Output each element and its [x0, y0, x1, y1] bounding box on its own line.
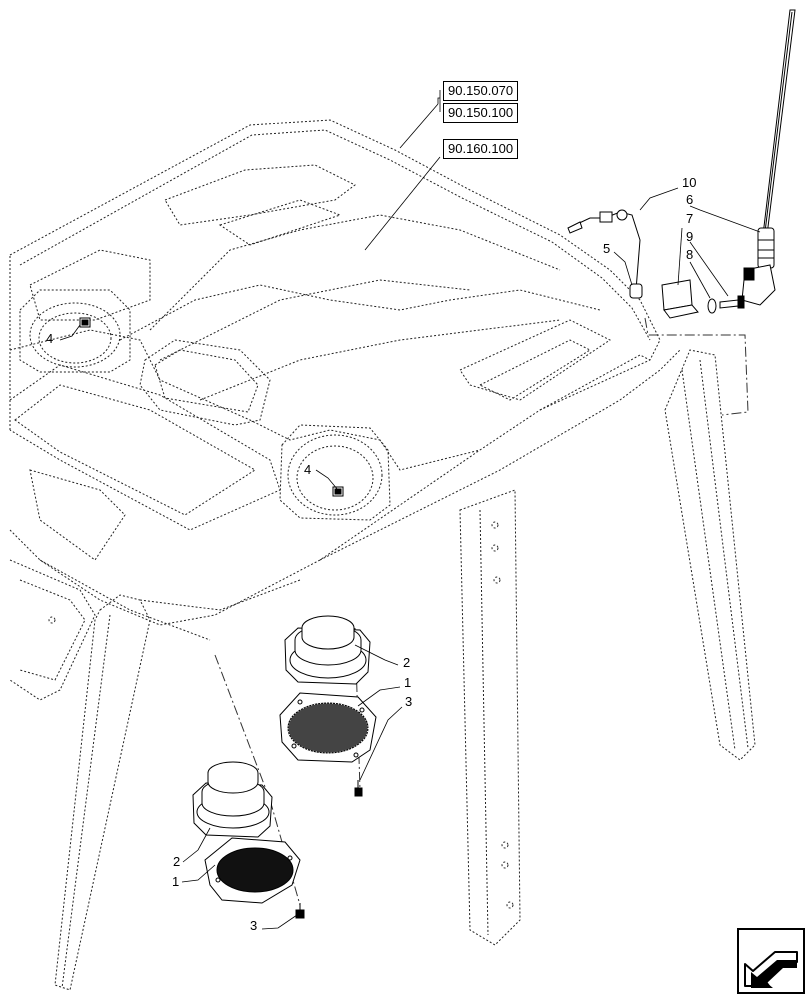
callout-2-upper: 2: [403, 655, 411, 670]
callout-1-upper: 1: [404, 675, 412, 690]
front-pillar-left: [54, 594, 151, 991]
callout-3-lower: 3: [250, 918, 258, 933]
callout-9: 9: [686, 229, 694, 244]
previous-page-arrow-icon[interactable]: [737, 928, 805, 994]
callout-10: 10: [682, 175, 697, 190]
callout-8: 8: [686, 247, 694, 262]
washer-item-8: [707, 298, 717, 314]
reference-90-150-070[interactable]: 90.150.070: [443, 81, 519, 101]
reference-90-160-100[interactable]: 90.160.100: [443, 139, 519, 159]
callout-6: 6: [686, 192, 694, 207]
roof-shell: [9, 119, 681, 641]
clip-item-4-left: [79, 317, 91, 328]
screw-item-9: [719, 295, 745, 309]
callout-4-right: 4: [304, 462, 312, 477]
speaker-item-2-lower: [192, 761, 273, 838]
rear-pillar-right: [664, 349, 756, 761]
callout-2-lower: 2: [173, 854, 181, 869]
side-window-frame: [9, 559, 96, 701]
bracket-item-7: [661, 279, 699, 319]
screw-item-3-upper: [354, 780, 363, 797]
clip-item-4-right: [332, 486, 344, 497]
speaker-recess-left: [19, 289, 131, 373]
callout-3-upper: 3: [405, 694, 413, 709]
dome-recess: [139, 339, 271, 426]
callout-1-lower: 1: [172, 874, 180, 889]
grille-item-1-upper: [279, 692, 377, 763]
callout-4-left: 4: [46, 331, 54, 346]
reference-90-150-100[interactable]: 90.150.100: [443, 103, 519, 123]
antenna-item-6: [741, 9, 796, 306]
antenna-cable-item-10: [567, 209, 643, 299]
callout-5: 5: [603, 241, 611, 256]
callout-7: 7: [686, 211, 694, 226]
grille-item-1-lower: [204, 837, 301, 904]
leader-lines: [59, 90, 761, 930]
front-pillar-right: [459, 489, 521, 946]
speaker-recess-right: [279, 424, 391, 521]
speaker-item-2-upper: [284, 615, 371, 685]
screw-item-3-lower: [295, 903, 305, 919]
